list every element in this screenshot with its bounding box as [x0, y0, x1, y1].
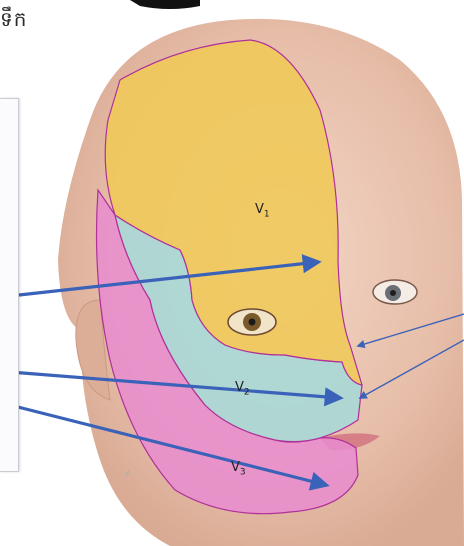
label-v1: V1 [255, 202, 270, 220]
label-v2: V2 [235, 380, 250, 398]
side-panel-edge [0, 98, 19, 472]
khmer-title-fragment: ទឹក [0, 6, 27, 36]
corner-shape [130, 0, 200, 9]
label-v3: V3 [231, 460, 246, 478]
